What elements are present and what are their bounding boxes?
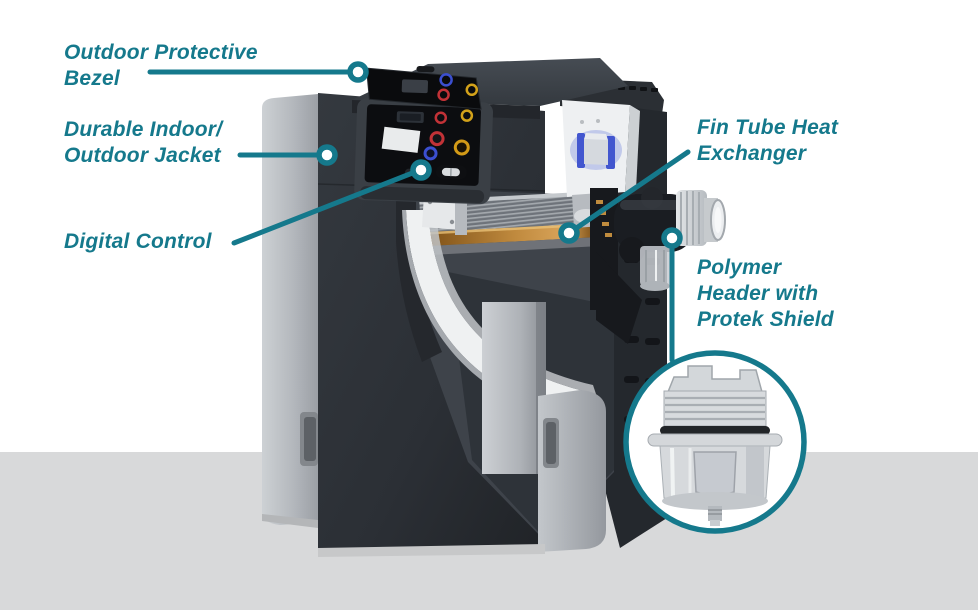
marker-fin-tube [558, 222, 580, 244]
callout-line: Outdoor Protective [64, 41, 258, 64]
heater-unit [262, 58, 726, 557]
base-strip [262, 514, 545, 557]
up-button [453, 139, 470, 156]
protek-shield-inset [623, 350, 807, 534]
callout-durable-jacket: Durable Indoor/ Outdoor Jacket [64, 117, 222, 169]
union-nut [676, 190, 707, 246]
down-button [423, 146, 438, 161]
callout-line: Fin Tube Heat [697, 116, 839, 139]
callout-line: Durable Indoor/ [64, 118, 223, 141]
leader-lines [147, 69, 691, 363]
callout-line: Exchanger [697, 142, 807, 165]
marker-bezel [347, 61, 369, 83]
callout-polymer-header: Polymer Header with Protek Shield [697, 255, 834, 333]
marker-polymer-header [661, 227, 683, 249]
left-corner-pillar [262, 94, 318, 525]
leader-digital-control [231, 169, 418, 246]
callout-line: Protek Shield [697, 308, 834, 331]
callout-outdoor-protective-bezel: Outdoor Protective Bezel [64, 40, 258, 92]
marker-dots [316, 61, 683, 249]
callout-line: Digital Control [64, 230, 212, 253]
right-corner-pillar [538, 390, 606, 552]
callout-line: Header with [697, 282, 819, 305]
callout-digital-control: Digital Control [64, 229, 212, 255]
callout-line: Outdoor Jacket [64, 144, 221, 167]
panel-display [396, 111, 424, 124]
callout-line: Polymer [697, 256, 782, 279]
leader-fin-tube [572, 149, 691, 232]
mode-button [429, 131, 445, 147]
marker-digital-control [410, 159, 432, 181]
pipe-socket [704, 198, 726, 242]
callout-line: Bezel [64, 67, 120, 90]
inner-duct [482, 302, 546, 474]
digital-control-panel [354, 65, 494, 205]
protek-shield-cup [640, 246, 670, 291]
power-rocker-switch [435, 164, 467, 180]
blue-valve [577, 133, 615, 169]
protek-shield-part [647, 365, 783, 526]
panel-red-ring [434, 111, 448, 124]
callout-fin-tube-heat-exchanger: Fin Tube Heat Exchanger [697, 115, 838, 167]
marker-jacket [316, 144, 338, 166]
o-ring [660, 426, 770, 435]
drain-stud [708, 506, 722, 526]
panel-amber-ring [460, 109, 474, 122]
panel-label-sticker [381, 126, 421, 153]
bezel-flip-cover [365, 65, 482, 110]
